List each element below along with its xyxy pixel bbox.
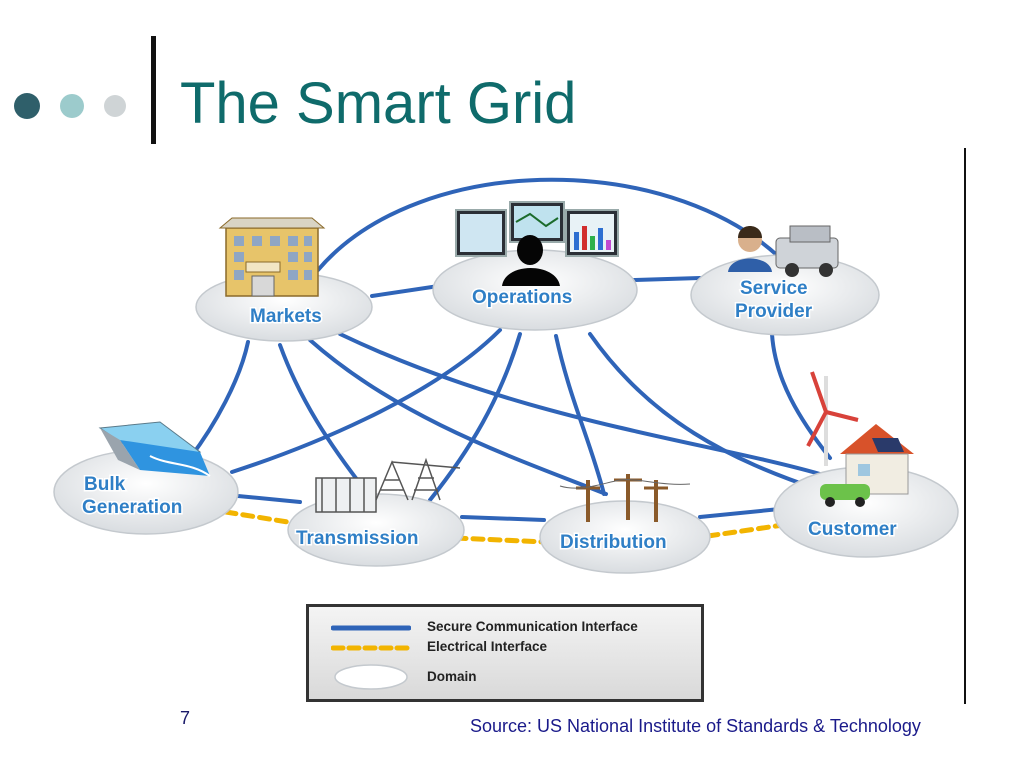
link-markets-customer [338,332,822,476]
link-transmission-distribution [460,515,546,522]
source-citation: Source: US National Institute of Standar… [470,716,921,736]
legend-domain-label: Domain [427,669,477,684]
bullet-dot-3 [104,95,126,117]
right-divider-rule [964,148,966,704]
page-number: 7 [180,708,191,728]
legend-row-domain: Domain [309,663,701,691]
link-service-customer [770,332,832,460]
communication-line-swatch [331,625,411,631]
elec-transmission-distribution [453,535,549,545]
label-bulk-generation-line1: Bulk [84,474,126,495]
hydro-dam-icon [98,421,211,477]
label-markets: Markets [250,306,322,327]
link-markets-bulk [188,340,250,460]
label-transmission: Transmission [296,528,419,549]
link-operations-customer [588,332,822,492]
label-distribution: Distribution [560,532,667,553]
control-room-monitors-icon [455,201,619,286]
bullet-dot-2 [60,94,84,118]
house-windturbine-car-icon [806,371,914,507]
link-operations-bulk [230,328,502,474]
link-markets-customer-arc [316,177,792,272]
link-operations-service [632,276,702,282]
link-markets-distribution [308,338,608,496]
legend-electrical-label: Electrical Interface [427,639,548,654]
substation-tower-icon [315,457,461,513]
cloud-distribution [539,500,711,574]
domain-cloud-swatch [334,664,408,690]
office-building-icon [218,217,326,297]
link-markets-transmission [278,343,367,492]
legend-row-electrical: Electrical Interface [309,637,701,659]
electrical-line-swatch [331,645,411,651]
title-divider-bar [151,36,156,144]
electrical-links [223,509,793,545]
label-bulk-generation-line2: Generation [82,497,182,518]
utility-pole-icon [559,474,691,522]
technician-truck-icon [728,225,839,277]
legend-communication-label: Secure Communication Interface [427,619,638,634]
link-operations-distribution [554,334,606,496]
elec-distribution-customer [705,521,793,539]
slide-title: The Smart Grid [180,71,577,136]
elec-bulk-transmission [223,509,303,527]
label-operations: Operations [472,287,572,308]
link-bulk-transmission [236,494,302,504]
label-service-provider-line1: Service [740,278,808,299]
link-operations-transmission [428,332,522,502]
legend-row-communication: Secure Communication Interface [309,617,701,639]
label-customer: Customer [808,519,897,540]
legend: Secure Communication Interface Electrica… [306,604,704,702]
communication-links [188,177,832,522]
label-service-provider-line2: Provider [735,301,813,322]
bullet-dot-1 [14,93,40,119]
